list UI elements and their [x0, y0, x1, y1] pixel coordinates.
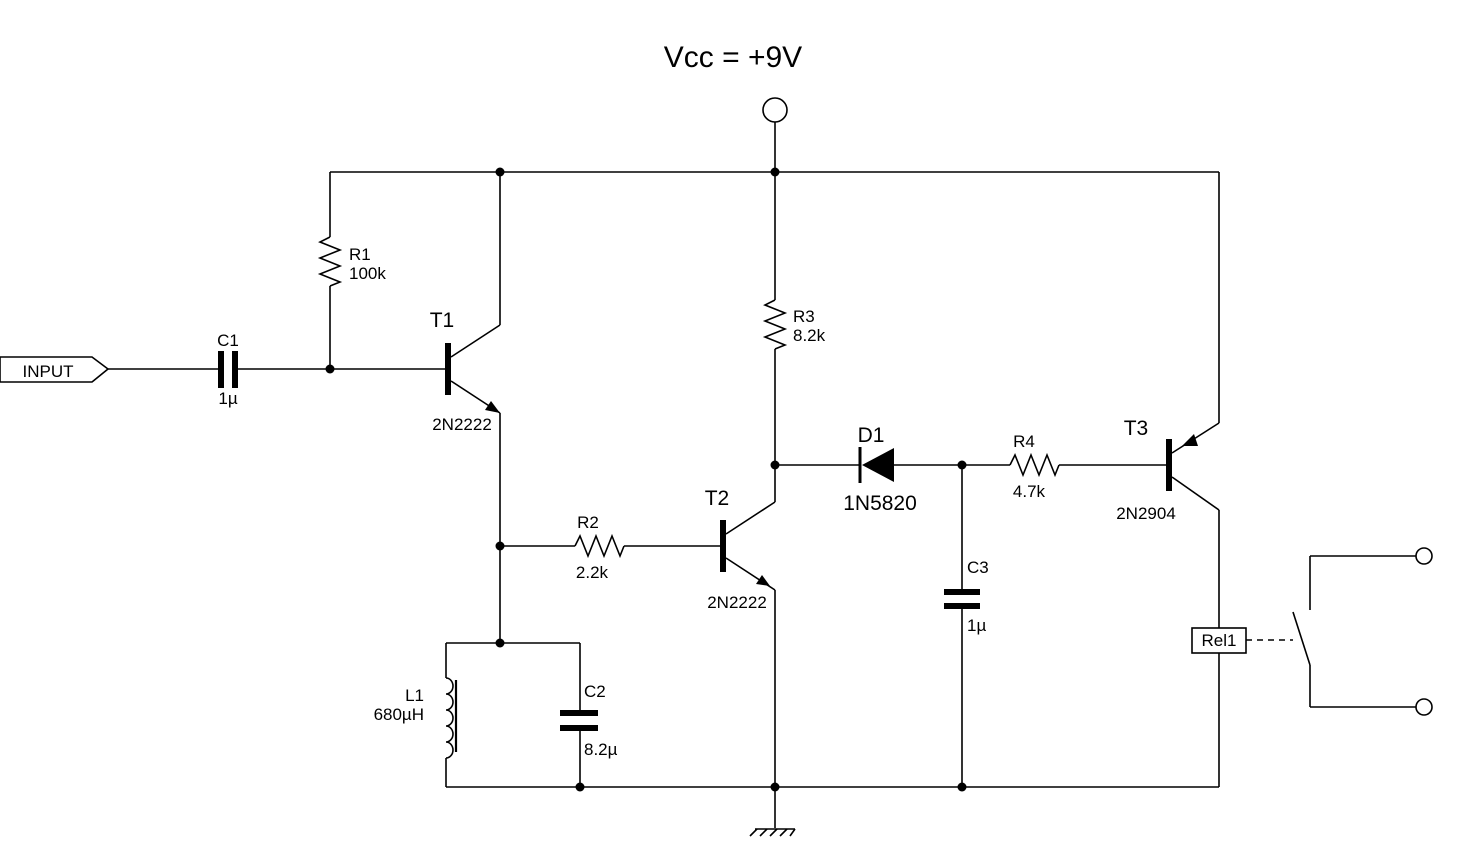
ground-rail [446, 653, 1220, 828]
r3-value: 8.2k [793, 326, 826, 345]
t1-value: 2N2222 [432, 415, 492, 434]
t2-value: 2N2222 [707, 593, 767, 612]
input-port: INPUT [0, 356, 218, 383]
l1-value: 680µH [374, 705, 424, 724]
c2-ref: C2 [584, 682, 606, 701]
l1-ref: L1 [405, 686, 424, 705]
r4-ref: R4 [1013, 432, 1035, 451]
r2-ref: R2 [577, 513, 599, 532]
supply-label: Vcc = +9V [664, 41, 802, 74]
c1-value: 1µ [218, 389, 237, 408]
d1-value: 1N5820 [843, 492, 917, 515]
input-label: INPUT [23, 362, 74, 381]
resistor-r2: R2 2.2k [500, 513, 720, 582]
transistor-t2: T2 2N2222 [705, 487, 776, 787]
c3-value: 1µ [967, 616, 986, 635]
r1-ref: R1 [349, 245, 371, 264]
t3-ref: T3 [1124, 417, 1149, 440]
t2-ref: T2 [705, 487, 730, 510]
transistor-t3: T3 2N2904 [1116, 172, 1220, 628]
capacitor-c2: C2 8.2µ [560, 643, 618, 787]
junction-dots [325, 167, 967, 792]
diode-d1: D1 1N5820 [775, 424, 1010, 515]
r4-value: 4.7k [1013, 482, 1046, 501]
r1-value: 100k [349, 264, 386, 283]
t1-ref: T1 [430, 309, 455, 332]
resistor-r4: R4 4.7k [1009, 432, 1166, 501]
resistor-r3: R3 8.2k [762, 172, 826, 502]
t3-value: 2N2904 [1116, 504, 1176, 523]
capacitor-c1: C1 1µ [217, 331, 446, 408]
r3-ref: R3 [793, 307, 815, 326]
ground-icon [749, 828, 796, 837]
c3-ref: C3 [967, 558, 989, 577]
capacitor-c3: C3 1µ [944, 465, 989, 787]
rel1-label: Rel1 [1202, 631, 1237, 650]
inductor-l1: L1 680µH [374, 642, 580, 787]
c1-ref: C1 [217, 331, 239, 350]
relay-rel1: Rel1 [1191, 627, 1293, 654]
resistor-r1: R1 100k [317, 172, 386, 369]
vcc-terminal [762, 97, 788, 123]
vcc-rail [330, 122, 1219, 173]
r2-value: 2.2k [576, 563, 609, 582]
c2-value: 8.2µ [584, 740, 618, 759]
d1-ref: D1 [858, 424, 885, 447]
relay-contact [1292, 547, 1433, 716]
transistor-t1: T1 2N2222 [430, 172, 501, 643]
